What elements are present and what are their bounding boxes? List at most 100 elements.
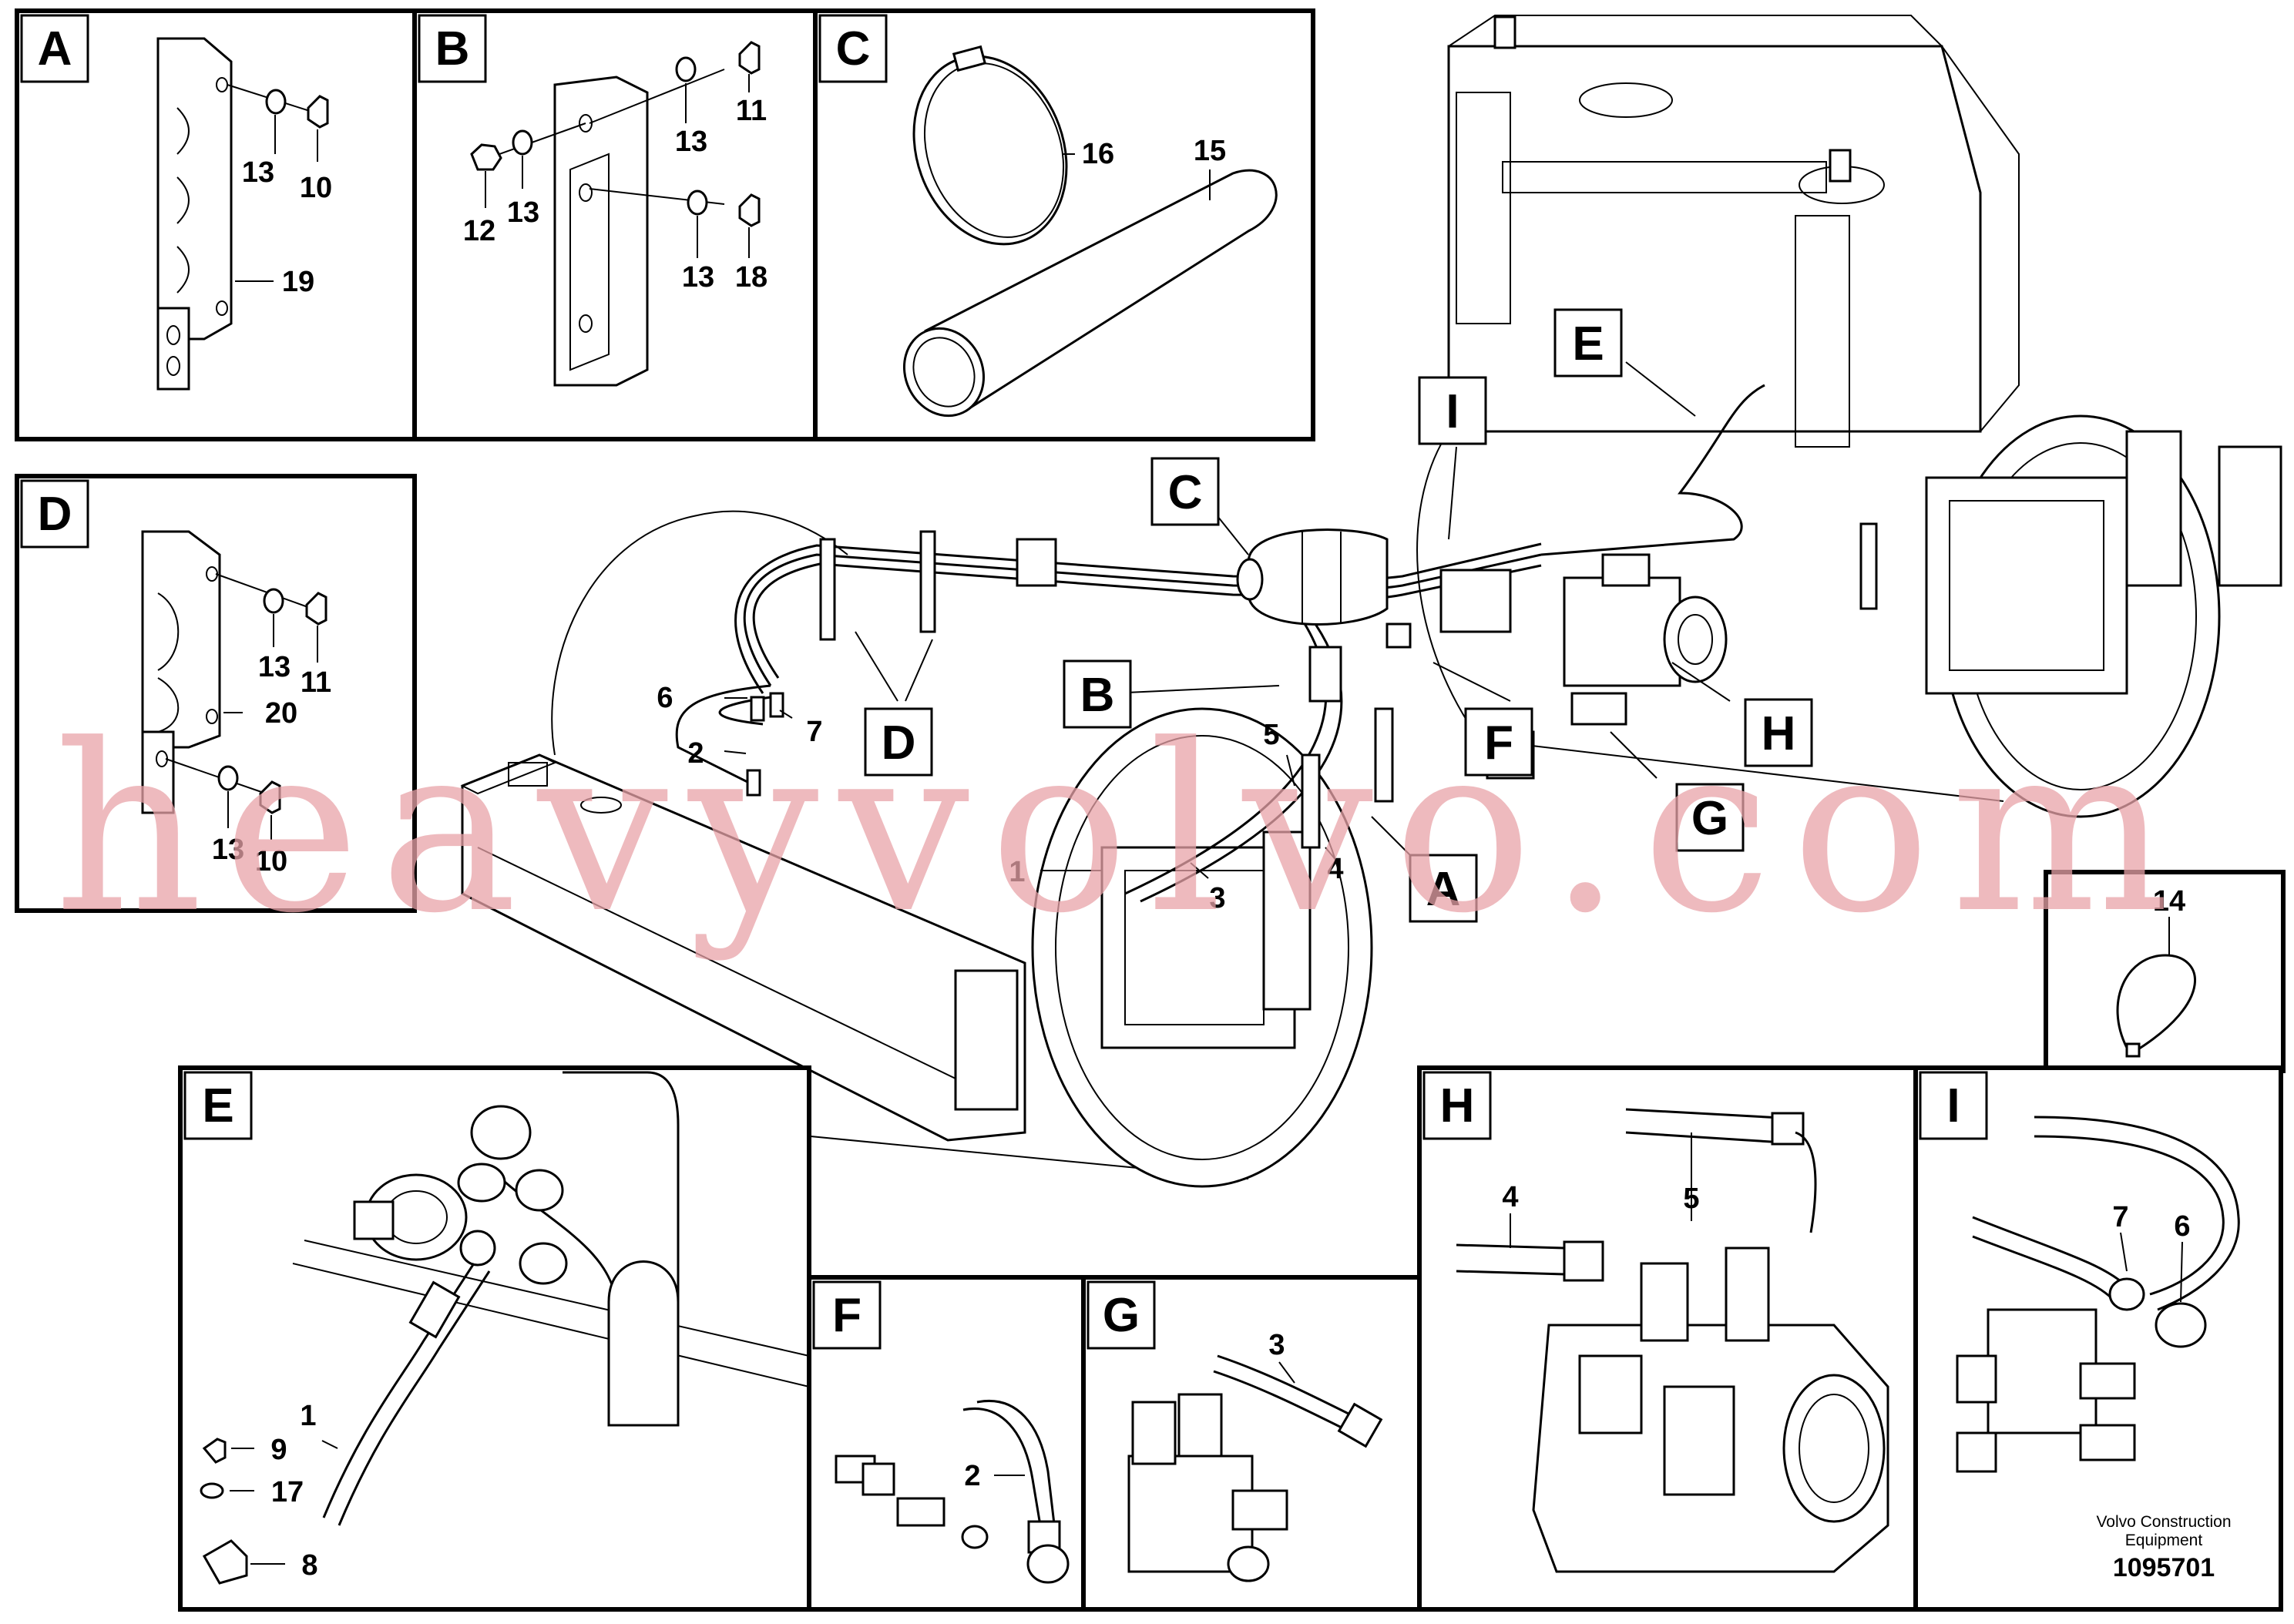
bolt-icon: [259, 780, 281, 814]
main-leaders: [724, 361, 1731, 879]
callout-e-8: 8: [301, 1549, 317, 1582]
cable-tie-icon: [2116, 954, 2196, 1053]
main-callout-2: 2: [687, 737, 704, 770]
main-tag-h-label: H: [1762, 707, 1796, 760]
panel-f: F 2: [807, 1275, 1086, 1612]
main-tag-c: [1150, 457, 1220, 526]
bolt-icon: [738, 41, 761, 75]
callout-e-1: 1: [300, 1400, 316, 1432]
panel-a-label: A: [38, 22, 72, 75]
callout-h-5: 5: [1683, 1183, 1699, 1215]
panel-i: I 7 6 Volvo Construction Equipment 10957…: [1913, 1065, 2283, 1612]
main-tag-h: [1744, 698, 1813, 767]
panel-h-label: H: [1440, 1079, 1475, 1132]
panel-a-tag: [20, 14, 89, 83]
panel-e-bracket: [292, 1071, 810, 1427]
callout-e-17: 17: [271, 1476, 304, 1508]
callout-b-13-top: 13: [675, 126, 707, 158]
panel-d-clamp: [141, 530, 221, 814]
panel-g-valve: [1127, 1354, 1383, 1582]
callout-g-3: 3: [1268, 1329, 1285, 1361]
main-callouts: 6 7 2 5 1 3 4: [657, 682, 1343, 914]
main-tag-a: [1409, 854, 1478, 923]
main-tags: C I E B F H D G A: [864, 308, 1813, 923]
main-tag-f: [1464, 707, 1533, 777]
panel-f-parts: [835, 1400, 1070, 1584]
washer-icon: [687, 190, 708, 216]
main-tag-d-label: D: [882, 716, 916, 770]
rear-drum: [1416, 414, 2282, 818]
panel-g-tag: [1087, 1280, 1156, 1350]
panel-h-tag: [1422, 1071, 1492, 1140]
panel-d: D 13 11 20 13 10: [15, 474, 417, 913]
main-callout-4: 4: [1327, 853, 1343, 885]
callout-14: 14: [2153, 885, 2185, 918]
panel-f-tag: [812, 1280, 882, 1350]
callout-e-9: 9: [270, 1434, 287, 1466]
main-tag-g-label: G: [1691, 792, 1728, 845]
callout-d-13-bottom: 13: [212, 834, 244, 866]
main-tag-b: [1063, 659, 1132, 729]
panel-c-label: C: [836, 22, 871, 75]
washer-icon: [675, 56, 697, 82]
washer-icon: [200, 1482, 224, 1499]
callout-c-15: 15: [1194, 135, 1226, 167]
main-callout-7: 7: [806, 716, 822, 748]
callout-d-13-top: 13: [258, 651, 291, 683]
callout-b-11: 11: [736, 95, 767, 127]
panel-e-tag: [183, 1071, 253, 1140]
panel-c-tag: [818, 14, 888, 83]
main-tag-i-label: I: [1446, 385, 1459, 438]
front-drum: [551, 510, 1373, 1188]
bolt-icon: [305, 592, 327, 626]
main-tag-d: [864, 707, 933, 777]
panel-i-label: I: [1946, 1079, 1960, 1132]
main-tag-e: [1553, 308, 1623, 377]
panel-c: C 16 15: [813, 8, 1315, 441]
panel-f-label: F: [832, 1289, 862, 1342]
panel-i-frame: [1913, 1065, 2283, 1612]
callout-i-6: 6: [2174, 1210, 2190, 1243]
callout-b-13-left: 13: [507, 196, 539, 229]
rear-tank-block: [1447, 15, 2020, 448]
watermark: heavyvolvo.com: [54, 695, 2190, 964]
brand-line-2: Equipment: [2125, 1532, 2203, 1549]
main-tag-c-label: C: [1168, 466, 1203, 519]
callout-d-20: 20: [265, 697, 297, 730]
hose-bundle: [734, 384, 1765, 903]
pump-assembly: [1385, 553, 1728, 780]
panel-i-tag: [1919, 1071, 1988, 1140]
panel-a-clamp: [156, 37, 233, 391]
callout-c-16: 16: [1082, 138, 1114, 170]
bolt-icon: [202, 1438, 227, 1464]
panel-a: A 13 10 19: [15, 8, 417, 441]
panel-e-label: E: [202, 1079, 233, 1132]
panel-g: G 3: [1081, 1275, 1422, 1612]
main-tag-b-label: B: [1080, 669, 1115, 722]
panel-i-manifold: [1956, 1116, 2240, 1473]
callout-b-13-bottom: 13: [682, 261, 714, 294]
callout-f-2: 2: [964, 1460, 980, 1492]
callout-d-11: 11: [301, 666, 331, 699]
callout-h-4: 4: [1502, 1181, 1518, 1213]
panel-b-clamp: [553, 75, 649, 387]
callout-b-18: 18: [735, 261, 767, 294]
panel-b-tag: [418, 14, 487, 83]
callout-b-12: 12: [463, 215, 495, 247]
bolt-icon: [738, 193, 761, 227]
panel-e-hose: [322, 1263, 491, 1526]
panel-h-pump: [1456, 1108, 1889, 1573]
main-tag-e-label: E: [1572, 317, 1604, 371]
hose-clamp-ring: [912, 45, 1068, 246]
main-callout-3: 3: [1209, 882, 1225, 914]
panel-h: H 5 4: [1417, 1065, 1918, 1612]
main-callout-6: 6: [657, 682, 673, 714]
brand-line-1: Volvo Construction: [2096, 1513, 2231, 1531]
panel-d-tag: [20, 479, 89, 549]
front-frame-beam: [460, 753, 1026, 1142]
nut-icon: [470, 143, 502, 171]
panel-d-label: D: [38, 488, 72, 541]
main-callout-5: 5: [1263, 719, 1279, 751]
panel-b-label: B: [435, 22, 470, 75]
